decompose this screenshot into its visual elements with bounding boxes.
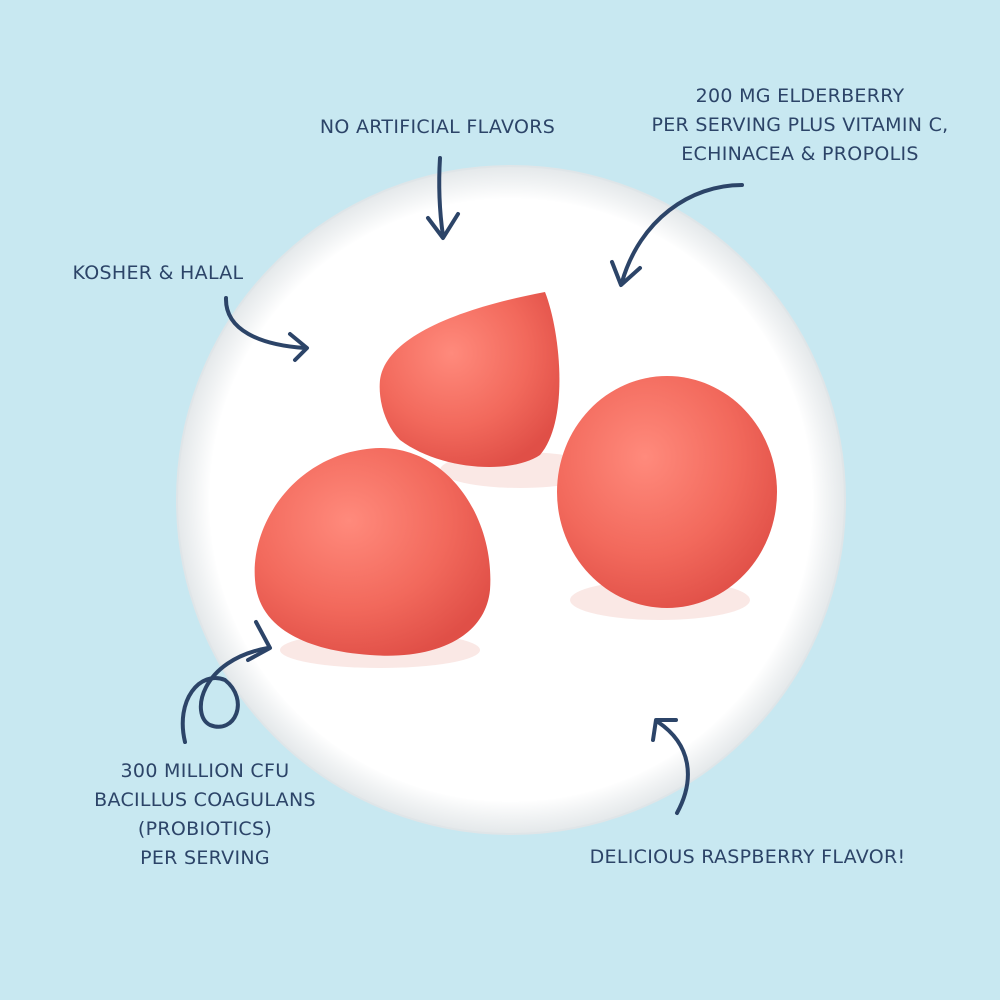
gummy-right: [557, 376, 777, 608]
callout-line: ECHINACEA & PROPOLIS: [681, 143, 919, 165]
callout-line: 300 MILLION CFU: [120, 760, 290, 782]
callout-line: PER SERVING PLUS VITAMIN C,: [651, 114, 949, 136]
callout-kosher-halal: KOSHER & HALAL: [58, 259, 258, 288]
callout-text: DELICIOUS RASPBERRY FLAVOR!: [589, 846, 906, 868]
callout-line: PER SERVING: [140, 847, 270, 869]
callout-line: BACILLUS COAGULANS: [94, 789, 316, 811]
callout-line: (PROBIOTICS): [137, 818, 273, 840]
gummy-left: [254, 448, 491, 656]
arrow-down-icon: [426, 156, 460, 240]
callout-text: KOSHER & HALAL: [72, 262, 244, 284]
callout-raspberry-flavor: DELICIOUS RASPBERRY FLAVOR!: [560, 843, 935, 872]
arrow-loop-probiotics-icon: [180, 620, 272, 744]
arrow-curved-kosher-icon: [223, 296, 309, 362]
callout-text: NO ARTIFICIAL FLAVORS: [319, 116, 556, 138]
arrow-curved-elderberry-icon: [610, 183, 744, 287]
callout-line: 200 MG ELDERBERRY: [695, 85, 905, 107]
callout-elderberry: 200 MG ELDERBERRY PER SERVING PLUS VITAM…: [630, 82, 970, 169]
gummy-top: [379, 292, 560, 467]
callout-probiotics: 300 MILLION CFU BACILLUS COAGULANS (PROB…: [55, 757, 355, 873]
arrow-curved-raspberry-icon: [651, 718, 690, 815]
callout-no-artificial-flavors: NO ARTIFICIAL FLAVORS: [300, 113, 575, 142]
